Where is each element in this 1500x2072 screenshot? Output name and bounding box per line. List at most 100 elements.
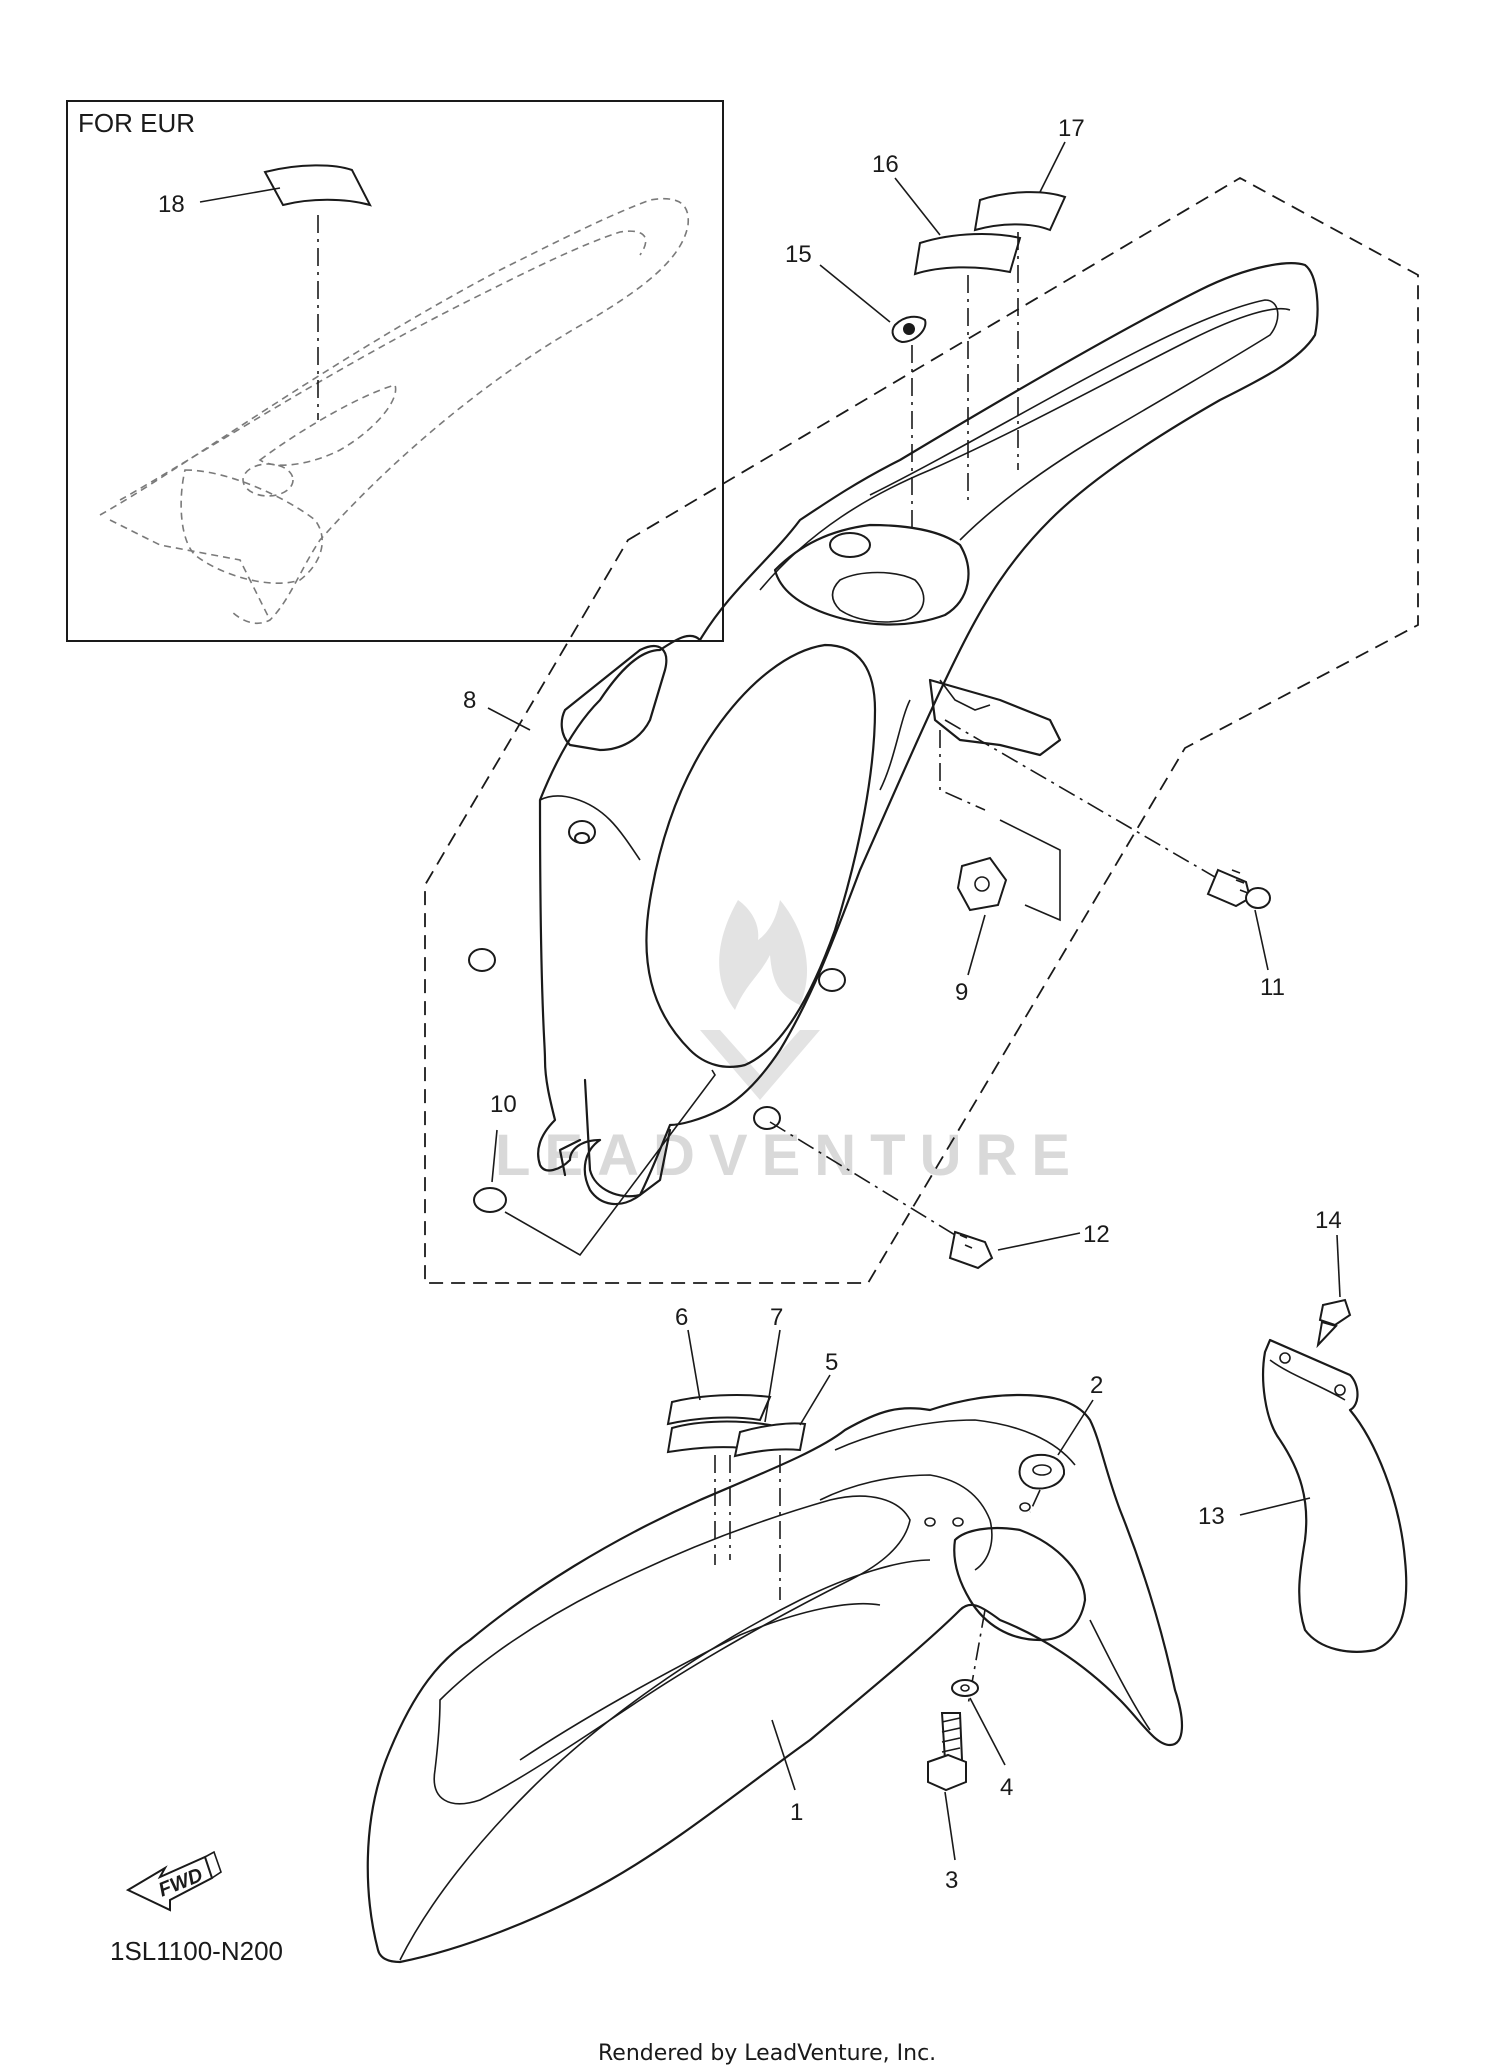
leader-6 bbox=[687, 1329, 701, 1401]
callout-9: 9 bbox=[955, 979, 968, 1006]
part-4-washer-hole bbox=[960, 1684, 970, 1692]
leader-3 bbox=[944, 1791, 956, 1861]
callout-10: 10 bbox=[490, 1091, 517, 1118]
front-fender-nose bbox=[953, 1526, 1087, 1642]
grommet-hole-a-inner bbox=[574, 832, 590, 844]
leadventure-watermark: LEADVENTURE bbox=[495, 900, 1084, 1188]
part-8-rear-fender bbox=[468, 262, 1319, 1206]
front-fender-tail-edge bbox=[1089, 1619, 1151, 1731]
part-16-decal bbox=[913, 233, 1022, 276]
front-fender-channel-a bbox=[433, 1495, 911, 1805]
diagram-code: 1SL1100-N200 bbox=[110, 1936, 283, 1966]
leader-7 bbox=[764, 1329, 781, 1423]
footer-credit: Rendered by LeadVenture, Inc. bbox=[598, 2041, 936, 2066]
part-17-decal bbox=[973, 191, 1067, 232]
side-flap-left bbox=[560, 645, 668, 752]
front-decal-stack: 6 7 5 bbox=[666, 1304, 838, 1600]
front-fender-hole-a bbox=[924, 1517, 936, 1527]
callout-8: 8 bbox=[463, 687, 476, 714]
front-fender-mount-pad bbox=[819, 1474, 993, 1571]
leader-2 bbox=[1057, 1399, 1094, 1456]
leader-13 bbox=[1239, 1497, 1311, 1516]
mounting-hole-top bbox=[829, 532, 871, 558]
part-9-nut bbox=[956, 856, 1008, 912]
fwd-arrow-depth bbox=[204, 1850, 222, 1879]
part-10-collar bbox=[473, 1187, 507, 1213]
leader-10 bbox=[491, 1129, 498, 1183]
inset-frame bbox=[66, 100, 724, 642]
part-5-decal bbox=[733, 1422, 807, 1458]
inset-ghost-pad bbox=[258, 384, 397, 466]
part-14-screw-tip bbox=[1316, 1320, 1338, 1349]
axis-2 bbox=[1029, 1489, 1041, 1513]
tail-lamp-lens bbox=[831, 571, 925, 623]
part-13-flange bbox=[1269, 1359, 1346, 1401]
inset-ghost-edge bbox=[109, 519, 271, 621]
grommet-hole-c bbox=[818, 968, 846, 992]
inset-label: FOR EUR bbox=[78, 108, 195, 138]
part-11-bolt-head bbox=[1206, 868, 1252, 908]
front-fender-upper-crest bbox=[834, 1419, 1076, 1466]
callout-12: 12 bbox=[1083, 1221, 1110, 1248]
rear-decal-stack: 15 16 17 bbox=[785, 115, 1085, 530]
front-fender-channel-b bbox=[519, 1602, 881, 1761]
callout-17: 17 bbox=[1058, 115, 1085, 142]
front-fender-hole-c bbox=[1019, 1502, 1031, 1512]
leader-14 bbox=[1336, 1234, 1341, 1298]
axis-12 bbox=[769, 1121, 961, 1239]
leader-16 bbox=[894, 177, 941, 236]
lower-bracket bbox=[583, 1078, 672, 1198]
callout-5: 5 bbox=[825, 1349, 838, 1376]
grommet-hole-b bbox=[468, 948, 496, 972]
part-13-hole-a bbox=[1279, 1352, 1291, 1364]
part-9-nut-hole bbox=[974, 876, 990, 892]
fwd-arrow-icon bbox=[125, 1855, 214, 1912]
right-clamp-bracket bbox=[928, 678, 1062, 757]
right-clamp-detail bbox=[939, 679, 991, 711]
callout-4: 4 bbox=[1000, 1774, 1013, 1801]
leader-9 bbox=[967, 914, 986, 976]
wheel-cutout bbox=[645, 643, 877, 1068]
side-flap-edge bbox=[539, 795, 641, 861]
part-11-washer bbox=[1245, 887, 1271, 909]
part-11-bolt-thread bbox=[1231, 869, 1249, 894]
part-13-fork-guard bbox=[1262, 1338, 1408, 1653]
rear-fender-group-boundary bbox=[424, 176, 1419, 1284]
callout-16: 16 bbox=[872, 151, 899, 178]
right-clamp-axis bbox=[939, 730, 986, 811]
part-18-decal bbox=[263, 164, 372, 207]
nut-plate-outline bbox=[999, 819, 1061, 922]
part-2-grommet bbox=[1018, 1453, 1066, 1490]
rear-fender-ridge bbox=[759, 307, 1291, 591]
lower-bracket-tab bbox=[558, 1138, 582, 1177]
front-fender-hole-b bbox=[952, 1517, 964, 1527]
part-12-bolt bbox=[948, 1230, 994, 1270]
front-fender-outline bbox=[366, 1393, 1184, 1964]
rear-fender-inner-channel bbox=[869, 299, 1279, 541]
callout-6: 6 bbox=[675, 1304, 688, 1331]
callout-3: 3 bbox=[945, 1867, 958, 1894]
inset-ghost-fender bbox=[99, 198, 690, 625]
front-fender-ridge-upper bbox=[399, 1559, 931, 1961]
inset-for-eur: FOR EUR 18 bbox=[66, 100, 724, 642]
axis-10 bbox=[504, 1069, 716, 1257]
callout-15: 15 bbox=[785, 241, 812, 268]
leader-12 bbox=[997, 1232, 1081, 1251]
part-2-grommet-hole bbox=[1032, 1464, 1052, 1476]
leader-11 bbox=[1254, 909, 1269, 971]
callout-14: 14 bbox=[1315, 1207, 1342, 1234]
inset-ghost-inner bbox=[119, 230, 647, 501]
part-12-bolt-thread bbox=[959, 1234, 973, 1249]
leader-18 bbox=[199, 187, 281, 203]
part-3-bolt-thread bbox=[941, 1717, 961, 1753]
leader-1 bbox=[771, 1719, 796, 1791]
part-6-decal bbox=[666, 1393, 772, 1426]
watermark-text: LEADVENTURE bbox=[495, 1123, 1084, 1188]
leader-4 bbox=[969, 1697, 1006, 1766]
part-14-screw-head bbox=[1318, 1298, 1352, 1327]
part-3-bolt-head bbox=[927, 1753, 967, 1792]
part-4-washer bbox=[951, 1679, 979, 1697]
callout-11: 11 bbox=[1260, 974, 1285, 1001]
callout-13: 13 bbox=[1198, 1503, 1225, 1530]
